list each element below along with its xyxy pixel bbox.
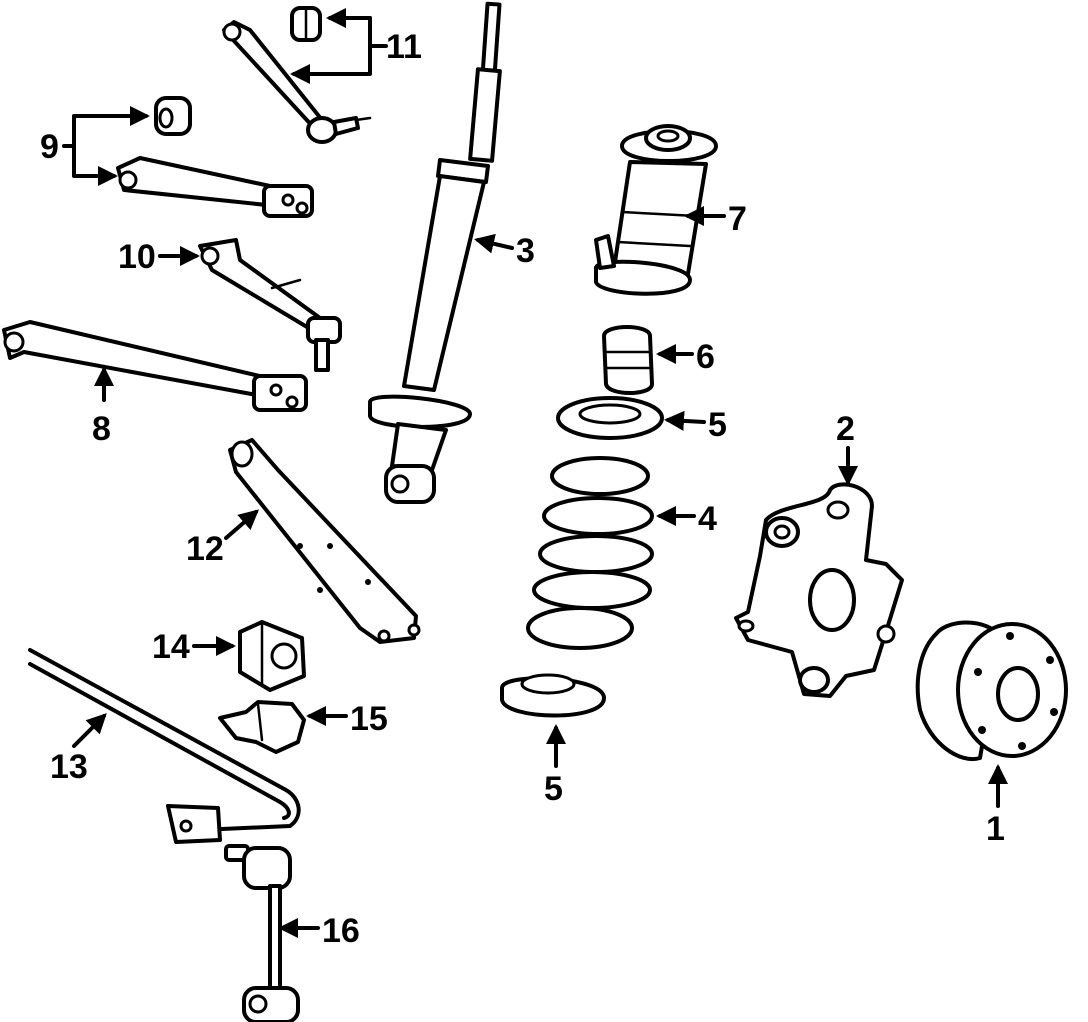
part-12-lower-arm [228,438,421,644]
part-11-upper-link [222,20,372,144]
part-1-hub-bearing [915,620,1068,762]
part-16-stabilizer-link [224,844,300,1022]
part-5-upper-spring-seat [556,396,664,440]
part-15-bracket [218,700,306,754]
part-10-control-arm [198,238,342,372]
part-13-stabilizer-bar [28,648,301,844]
callout-2: 2 [836,410,855,448]
callout-9: 9 [40,128,59,166]
callout-10: 10 [118,238,156,276]
part-5-lower-spring-seat [500,673,606,718]
callout-labels: 1 2 3 4 5 5 6 7 8 9 10 11 12 13 14 15 16 [40,28,1005,950]
part-2-knuckle [734,482,904,698]
callout-8: 8 [92,410,111,448]
part-11-bushing [290,6,322,42]
part-4-coil-spring [526,456,654,650]
part-9-lateral-link [116,156,314,218]
callout-15: 15 [350,700,388,738]
callout-4: 4 [698,500,717,538]
callout-5-upper: 5 [708,406,727,444]
leader-lines [62,8,1008,938]
callout-13: 13 [50,748,88,786]
part-14-stabilizer-bushing [238,620,306,692]
callout-1: 1 [986,810,1005,848]
callout-7: 7 [728,200,747,238]
callout-16: 16 [322,912,360,950]
callout-6: 6 [696,338,715,376]
part-9-bushing [154,96,192,136]
callout-11: 11 [386,28,422,66]
part-8-trailing-link [2,320,308,412]
callout-3: 3 [516,232,535,270]
callout-5-lower: 5 [544,770,563,808]
callout-12: 12 [186,530,224,568]
part-6-bump-stop [602,325,654,395]
part-7-upper-mount [594,124,718,296]
callout-14: 14 [152,628,190,666]
part-3-shock-absorber [368,1,502,504]
